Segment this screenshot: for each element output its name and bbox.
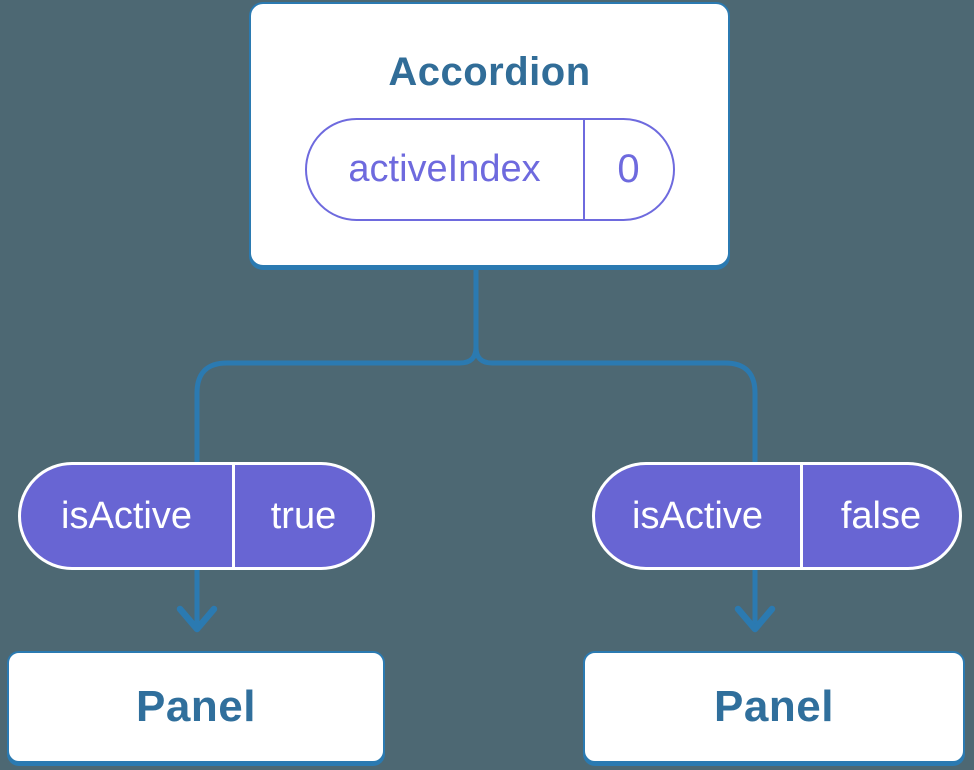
state-pill-value: 0 — [617, 147, 640, 191]
prop-pill-left-name: isActive — [21, 465, 235, 567]
prop-pill-left: isActive true — [18, 462, 375, 570]
right-branch-line — [473, 268, 758, 624]
panel-component-box-left: Panel — [7, 651, 385, 763]
panel-title-right: Panel — [714, 682, 834, 731]
left-arrow-down-icon — [176, 605, 218, 633]
prop-pill-right-name: isActive — [595, 465, 803, 567]
accordion-component-box: Accordion activeIndex 0 — [249, 2, 730, 267]
prop-pill-right-value: false — [840, 494, 922, 537]
panel-title-left: Panel — [136, 682, 256, 731]
prop-pill-right: isActive false — [592, 462, 962, 570]
accordion-title: Accordion — [388, 50, 591, 94]
panel-component-box-right: Panel — [583, 651, 965, 763]
prop-pill-left-value: true — [270, 494, 337, 537]
state-pill: activeIndex 0 — [304, 118, 675, 221]
right-arrow-down-icon — [734, 605, 776, 633]
state-pill-name: activeIndex — [307, 120, 585, 219]
left-branch-line — [194, 268, 479, 624]
